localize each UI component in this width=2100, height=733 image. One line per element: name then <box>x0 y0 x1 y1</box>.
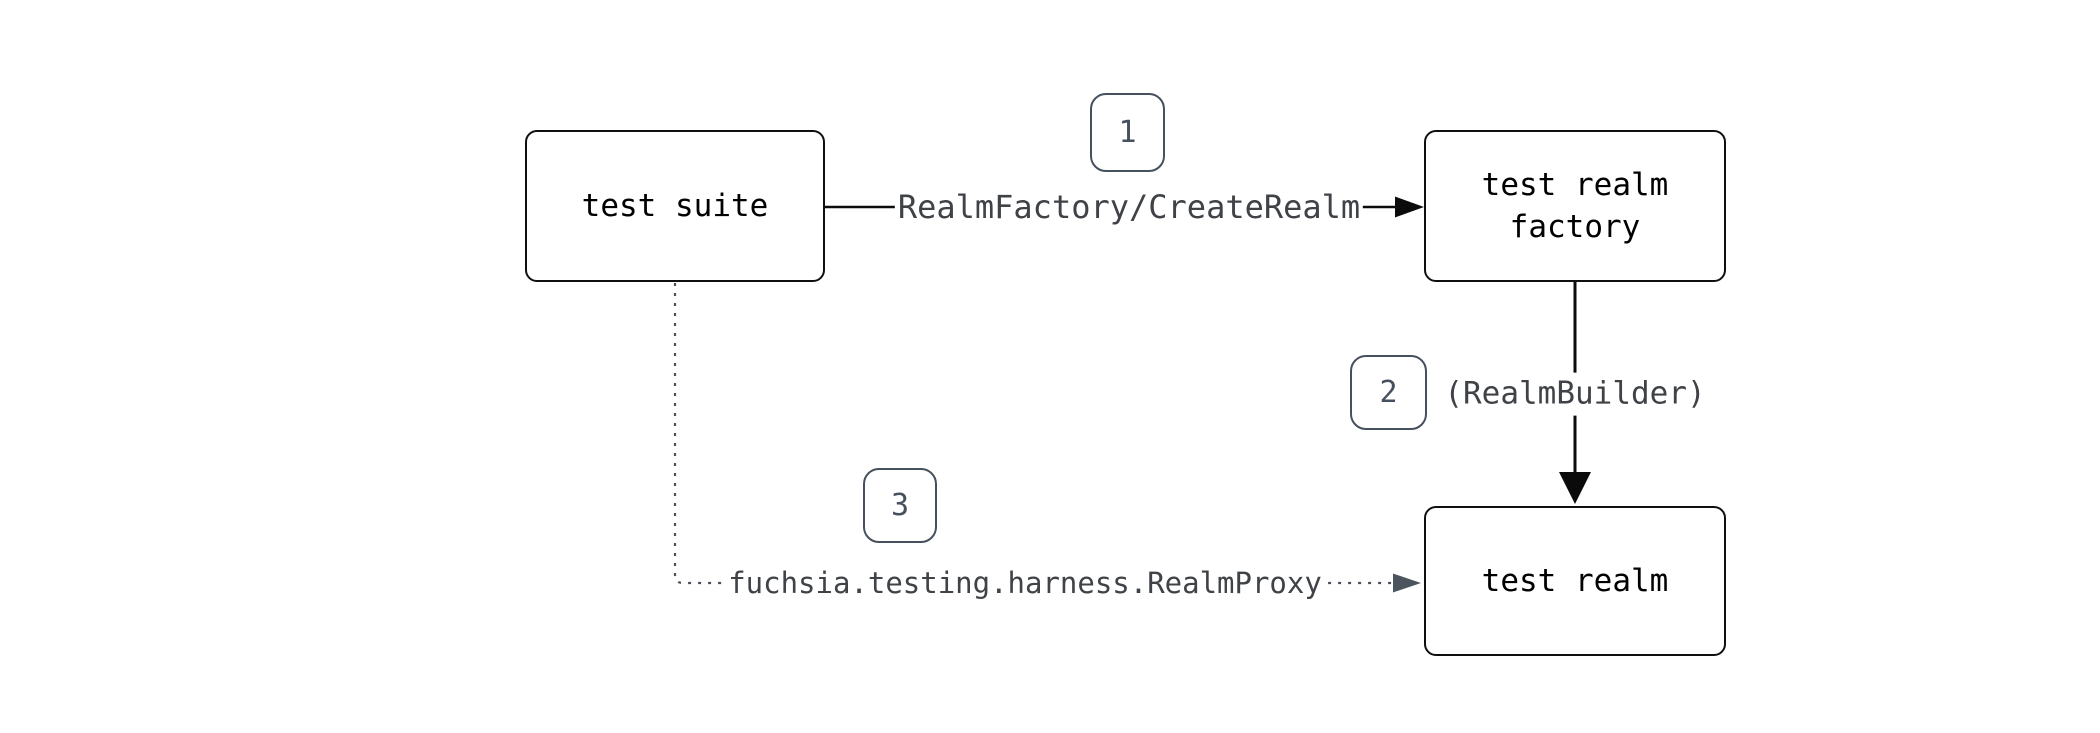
step-badge-2: 2 <box>1350 355 1427 430</box>
step-badge-2-number: 2 <box>1379 375 1398 410</box>
edge-3-arrowhead-icon <box>1393 573 1421 593</box>
step-badge-3: 3 <box>863 468 937 543</box>
node-test-realm-factory: test realm factory <box>1424 130 1726 282</box>
edge-2-arrowhead-icon <box>1559 472 1591 504</box>
step-badge-1-number: 1 <box>1118 115 1137 150</box>
node-test-realm-label: test realm <box>1481 563 1669 599</box>
edge-3-line <box>673 283 1392 585</box>
edge-1-label: RealmFactory/CreateRealm <box>894 185 1364 229</box>
node-test-realm: test realm <box>1424 506 1726 656</box>
edge-3-label: fuchsia.testing.harness.RealmProxy <box>725 562 1325 604</box>
node-test-realm-factory-label: test realm factory <box>1481 167 1669 245</box>
edge-1-arrowhead-icon <box>1395 196 1424 218</box>
step-badge-1: 1 <box>1090 93 1165 172</box>
node-test-suite: test suite <box>525 130 825 282</box>
step-badge-3-number: 3 <box>890 488 910 523</box>
node-test-suite-label: test suite <box>581 188 769 224</box>
edge-2-label: (RealmBuilder) <box>1441 372 1709 416</box>
